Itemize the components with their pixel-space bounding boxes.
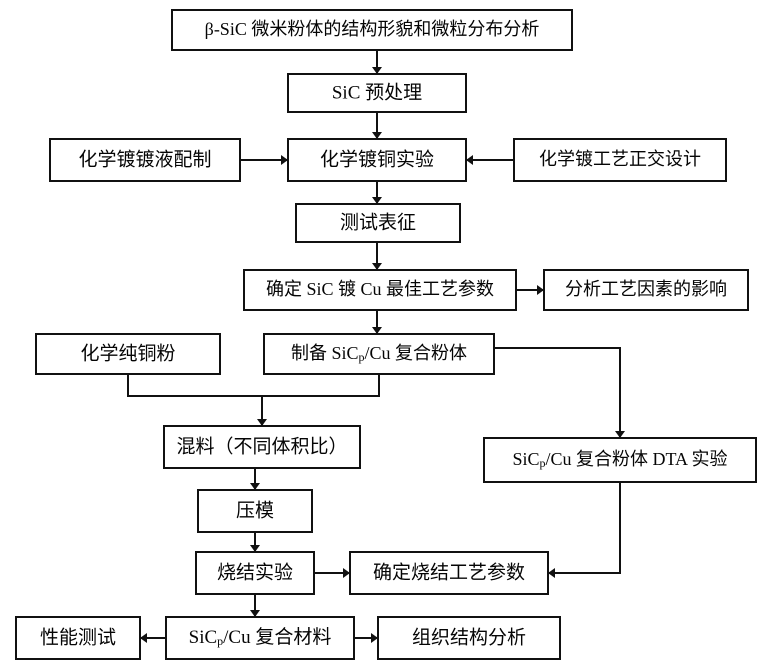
node-label: SiC 预处理 [332, 81, 422, 103]
node-test-characterization[interactable]: 测试表征 [295, 203, 461, 243]
node-label: 确定烧结工艺参数 [373, 561, 525, 583]
node-box[interactable] [15, 616, 141, 660]
node-box[interactable] [483, 437, 757, 483]
node-box[interactable] [35, 333, 221, 375]
node-microstructure-analysis[interactable]: 组织结构分析 [377, 616, 561, 660]
node-box[interactable] [263, 333, 495, 375]
edge-plating-to-test [372, 181, 382, 204]
edge-solution-to-plating [240, 155, 288, 165]
node-label: 压模 [236, 499, 274, 521]
node-box[interactable] [243, 269, 517, 311]
node-label: SiCp/Cu 复合粉体 DTA 实验 [512, 449, 727, 470]
edge-mixing-to-die [250, 468, 260, 490]
node-box[interactable] [543, 269, 749, 311]
node-box[interactable] [287, 73, 467, 113]
node-box[interactable] [197, 489, 313, 533]
edge-optimal-to-prepare [372, 310, 382, 334]
edge-composite-to-performance [140, 633, 166, 643]
edge-orthogonal-to-plating [466, 155, 514, 165]
node-mixing-different-volume-ratios[interactable]: 混料（不同体积比） [163, 425, 361, 469]
node-electroless-copper-plating-experiment[interactable]: 化学镀铜实验 [287, 138, 467, 182]
edge-analysis-to-pretreatment [372, 50, 382, 74]
edge-test-to-optimal [372, 242, 382, 270]
node-label: 分析工艺因素的影响 [565, 279, 727, 299]
node-label: 制备 SiCp/Cu 复合粉体 [291, 343, 467, 364]
edge-prepare-down-to-mixing [262, 374, 380, 397]
node-composite-material[interactable]: SiCp/Cu 复合材料 [165, 616, 355, 660]
node-box[interactable] [171, 9, 573, 51]
node-label: 混料（不同体积比） [176, 435, 347, 457]
edge-sintering-to-parameters [314, 568, 350, 578]
node-box[interactable] [163, 425, 361, 469]
node-label: SiCp/Cu 复合材料 [189, 626, 332, 648]
edge-die-to-sintering [250, 532, 260, 552]
node-box[interactable] [513, 138, 727, 182]
node-electroless-plating-solution-preparation[interactable]: 化学镀镀液配制 [49, 138, 241, 182]
node-box[interactable] [165, 616, 355, 660]
node-label: β-SiC 微米粉体的结构形貌和微粒分布分析 [205, 19, 540, 39]
node-box[interactable] [195, 551, 315, 595]
node-label: 组织结构分析 [412, 626, 526, 648]
node-sintering-experiment[interactable]: 烧结实验 [195, 551, 315, 595]
node-label: 化学镀工艺正交设计 [539, 149, 701, 169]
node-box[interactable] [49, 138, 241, 182]
node-label: 性能测试 [40, 626, 116, 648]
node-determine-sintering-parameters[interactable]: 确定烧结工艺参数 [349, 551, 549, 595]
edge-prepare-to-dta [494, 347, 625, 438]
node-label: 化学镀铜实验 [320, 148, 434, 170]
node-label: 烧结实验 [217, 561, 293, 583]
edge-composite-to-microstructure [354, 633, 378, 643]
node-structure-morphology-analysis[interactable]: β-SiC 微米粉体的结构形貌和微粒分布分析 [171, 9, 573, 51]
node-performance-test[interactable]: 性能测试 [15, 616, 141, 660]
edge-optimal-to-factors [516, 285, 544, 295]
edges-layer [127, 50, 625, 643]
node-sic-pretreatment[interactable]: SiC 预处理 [287, 73, 467, 113]
node-box[interactable] [295, 203, 461, 243]
node-chemically-pure-copper-powder[interactable]: 化学纯铜粉 [35, 333, 221, 375]
edge-sintering-to-composite [250, 594, 260, 617]
node-label: 化学镀镀液配制 [78, 148, 211, 170]
node-die-pressing[interactable]: 压模 [197, 489, 313, 533]
node-analyze-process-factor-influence[interactable]: 分析工艺因素的影响 [543, 269, 749, 311]
node-electroless-plating-orthogonal-design[interactable]: 化学镀工艺正交设计 [513, 138, 727, 182]
edge-pretreatment-to-plating [372, 112, 382, 139]
node-label: 测试表征 [340, 211, 416, 233]
node-composite-powder-dta-experiment[interactable]: SiCp/Cu 复合粉体 DTA 实验 [483, 437, 757, 483]
node-prepare-composite-powder[interactable]: 制备 SiCp/Cu 复合粉体 [263, 333, 495, 375]
node-determine-optimal-plating-parameters[interactable]: 确定 SiC 镀 Cu 最佳工艺参数 [243, 269, 517, 311]
edge-copper-and-prepare-to-mixing [127, 374, 267, 426]
edge-dta-to-parameters [548, 482, 621, 578]
node-box[interactable] [287, 138, 467, 182]
node-label: 化学纯铜粉 [80, 342, 175, 364]
node-label: 确定 SiC 镀 Cu 最佳工艺参数 [266, 279, 494, 299]
node-box[interactable] [377, 616, 561, 660]
node-box[interactable] [349, 551, 549, 595]
